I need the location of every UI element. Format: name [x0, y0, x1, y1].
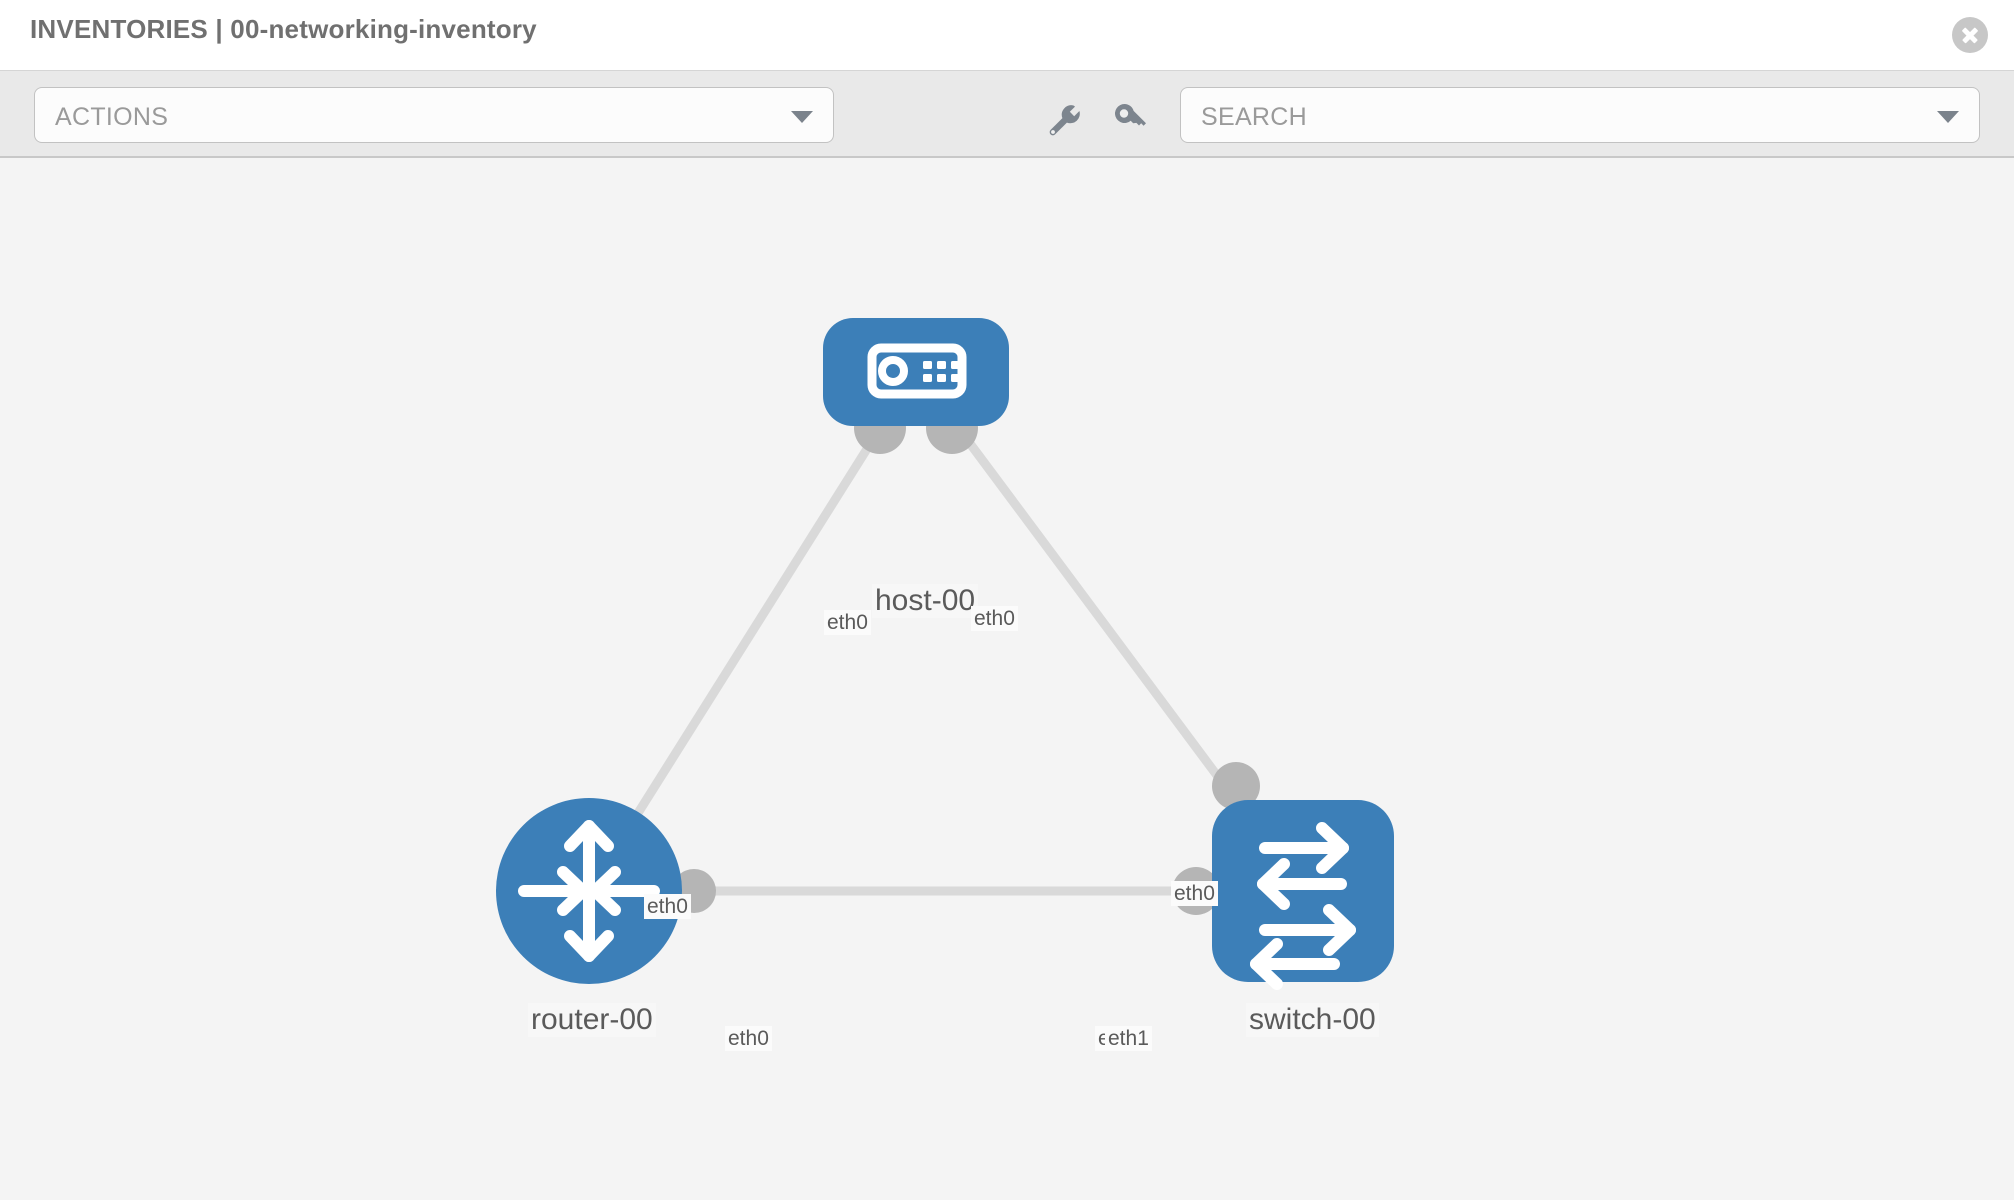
- topology-canvas[interactable]: host-00 router-00 switch-00 eth0 eth0 et…: [0, 158, 2014, 1200]
- server-icon: [867, 343, 967, 399]
- iface-label-switch-left-b: eth1: [1105, 1026, 1152, 1051]
- page-title: INVENTORIES | 00-networking-inventory: [30, 14, 537, 44]
- iface-label-host-left: eth0: [824, 610, 871, 635]
- node-label-host: host-00: [872, 584, 979, 618]
- search-input[interactable]: SEARCH: [1180, 87, 1980, 143]
- link-host-router: [585, 368, 920, 894]
- node-host-00: [823, 318, 1009, 426]
- actions-dropdown-label: ACTIONS: [55, 103, 169, 131]
- page-header: INVENTORIES | 00-networking-inventory: [0, 0, 2014, 70]
- iface-label-switch-up: eth0: [1171, 881, 1218, 906]
- chevron-down-icon: [1937, 111, 1959, 123]
- node-router-00: [496, 798, 682, 984]
- connector-switch-top: [1212, 762, 1260, 810]
- wrench-icon[interactable]: [1043, 99, 1083, 139]
- iface-label-router-right: eth0: [725, 1026, 772, 1051]
- close-icon[interactable]: [1952, 17, 1988, 53]
- router-icon: [518, 820, 660, 962]
- chevron-down-icon: [791, 111, 813, 123]
- node-switch-00: [1212, 800, 1394, 990]
- toolbar: ACTIONS SEARCH: [0, 70, 2014, 158]
- switch-icon: [1250, 822, 1356, 990]
- iface-label-router-up: eth0: [644, 894, 691, 919]
- iface-label-host-right: eth0: [971, 606, 1018, 631]
- key-icon[interactable]: [1110, 99, 1150, 139]
- actions-dropdown[interactable]: ACTIONS: [34, 87, 834, 143]
- search-placeholder: SEARCH: [1201, 103, 1307, 131]
- topology-connectors: [672, 402, 1260, 915]
- node-label-router: router-00: [528, 1003, 656, 1037]
- node-label-switch: switch-00: [1246, 1003, 1379, 1037]
